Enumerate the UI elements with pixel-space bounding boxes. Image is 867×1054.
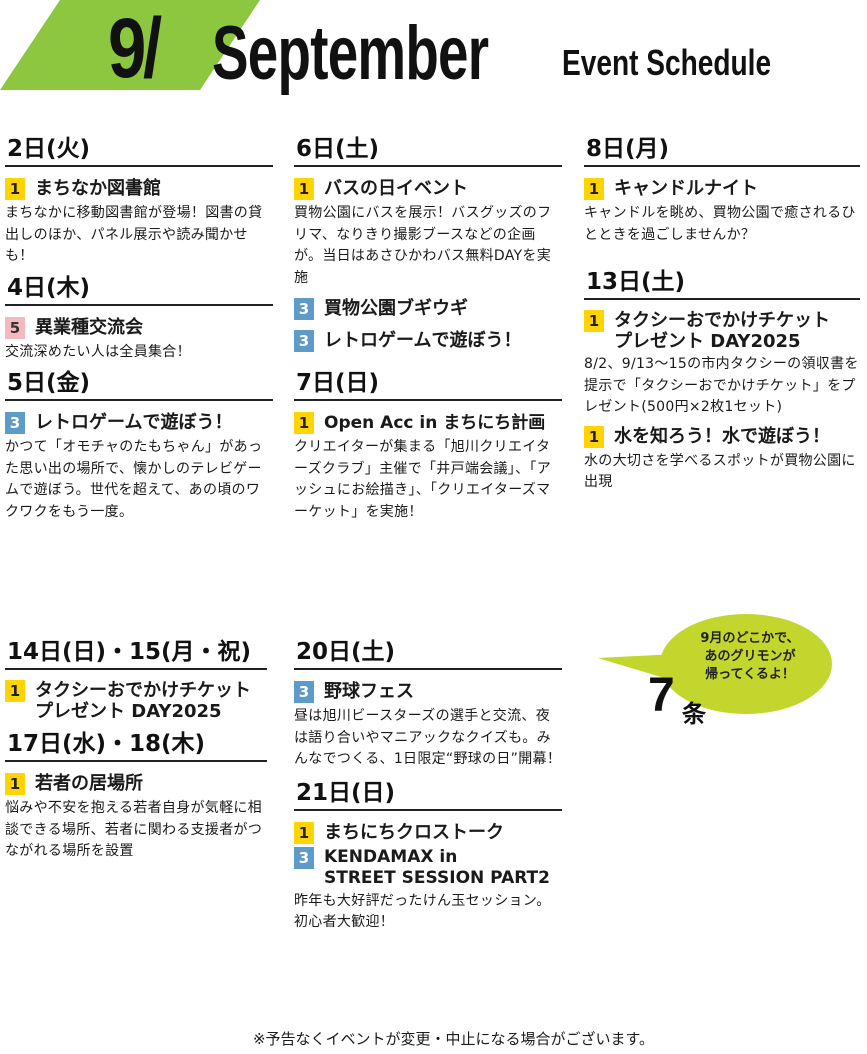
event-badge: 1	[294, 821, 314, 844]
event-title-text: 野球フェス	[324, 681, 414, 702]
date-heading: 21日(日)	[294, 777, 562, 811]
event-badge: 1	[5, 773, 25, 795]
event-badge: 3	[294, 330, 314, 352]
speech-bubble-text: 9月のどこかで、 あのグリモンが 帰ってくるよ！	[680, 630, 820, 684]
event-title: 1 タクシーおでかけチケット プレゼント DAY2025	[584, 310, 860, 352]
event-badge: 5	[5, 316, 25, 339]
date-heading: 14日(日)・15(月・祝)	[5, 636, 267, 670]
column-2-top: 6日(土) 1 バスの日イベント 買物公園にバスを展示！バスグッズのフリマ、なり…	[294, 133, 562, 527]
event-badge: 1	[294, 178, 314, 200]
date-heading: 20日(土)	[294, 636, 562, 670]
event-title-text-wrap: タクシーおでかけチケット プレゼント DAY2025	[614, 310, 830, 352]
title-month-number: 9/	[108, 1, 162, 95]
event-badge: 1	[294, 412, 314, 434]
date-heading: 7日(日)	[294, 367, 562, 401]
event-title: 5 異業種交流会	[5, 316, 273, 340]
title-subtitle: Event Schedule	[562, 42, 772, 83]
column-2-bottom: 20日(土) 3 野球フェス 昼は旭川ビースターズの選手と交流、夜は語り合いやマ…	[294, 636, 562, 938]
event-badge: 1	[5, 178, 25, 200]
page-title: 9/	[108, 0, 170, 97]
event-title: 1 まちなか図書館	[5, 177, 273, 201]
event-title-text: キャンドルナイト	[614, 178, 758, 199]
date-heading: 2日(火)	[5, 133, 273, 167]
event-title-line-2: プレゼント DAY2025	[35, 701, 222, 722]
date-heading: 17日(水)・18(木)	[5, 728, 267, 762]
column-3-top: 8日(月) 1 キャンドルナイト キャンドルを眺め、買物公園で癒されるひとときを…	[584, 133, 860, 498]
event-title: 3 野球フェス	[294, 680, 562, 704]
event-badge: 1	[584, 310, 604, 332]
bubble-number: 7	[648, 669, 675, 722]
column-1-bottom: 14日(日)・15(月・祝) 1 タクシーおでかけチケット プレゼント DAY2…	[5, 636, 267, 867]
event-title-text: レトロゲームで遊ぼう！	[35, 412, 233, 433]
event-title-text: レトロゲームで遊ぼう！	[324, 330, 522, 351]
event-title: 3 KENDAMAX in STREET SESSION PART2	[294, 846, 562, 889]
event-title-text: バスの日イベント	[324, 178, 468, 199]
column-1-top: 2日(火) 1 まちなか図書館 まちなかに移動図書館が登場！図書の貸出しのほか、…	[5, 133, 273, 527]
event-description: 悩みや不安を抱える若者自身が気軽に相談できる場所、若者に関わる支援者がつながれる…	[5, 800, 263, 859]
event-badge: 3	[294, 681, 314, 703]
speech-line-2: あのグリモンが	[704, 649, 796, 664]
event-badge: 3	[294, 298, 314, 320]
speech-line-1: 9月のどこかで、	[700, 631, 800, 646]
event-title-line-2: STREET SESSION PART2	[324, 867, 550, 888]
event-title: 1 バスの日イベント	[294, 177, 562, 201]
event-title-text: 異業種交流会	[35, 316, 143, 338]
event-title-text: まちにちクロストーク	[324, 821, 504, 843]
event-title-text: Open Acc in まちにち計画	[324, 413, 546, 433]
event-title-text: 水を知ろう！水で遊ぼう！	[614, 425, 830, 447]
event-title: 1 まちにちクロストーク	[294, 821, 562, 845]
event-description: まちなかに移動図書館が登場！図書の貸出しのほか、パネル展示や読み聞かせも！	[5, 205, 263, 264]
event-title: 1 水を知ろう！水で遊ぼう！	[584, 425, 860, 449]
event-badge: 1	[584, 425, 604, 448]
title-month-name: September	[212, 11, 489, 96]
event-description: 8/2、9/13〜15の市内タクシーの領収書を提示で「タクシーおでかけチケット」…	[584, 356, 859, 415]
event-title: 1 キャンドルナイト	[584, 177, 860, 201]
date-heading: 4日(木)	[5, 272, 273, 306]
event-description: 買物公園にバスを展示！バスグッズのフリマ、なりきり撮影ブースなどの企画が。当日は…	[294, 205, 552, 286]
event-title-line-1: タクシーおでかけチケット	[614, 310, 830, 331]
event-title-text: まちなか図書館	[35, 178, 161, 199]
event-description: クリエイターが集まる「旭川クリエイターズクラブ」主催で「井戸端会議」、「アッシュ…	[294, 439, 551, 520]
event-badge: 3	[5, 412, 25, 434]
event-description: 交流深めたい人は全員集合！	[5, 343, 191, 360]
event-title-line-1: タクシーおでかけチケット	[35, 680, 251, 701]
event-badge: 1	[584, 178, 604, 200]
event-title-text: 買物公園ブギウギ	[324, 298, 468, 319]
speech-bubble-shape	[598, 614, 832, 714]
bubble-suffix: 条	[682, 700, 706, 728]
speech-bubble: 9月のどこかで、 あのグリモンが 帰ってくるよ！ 7 条	[598, 612, 838, 752]
event-description: 昼は旭川ビースターズの選手と交流、夜は語り合いやマニアックなクイズも。みんなでつ…	[294, 708, 562, 767]
event-title: 3 レトロゲームで遊ぼう！	[5, 411, 273, 435]
date-heading: 5日(金)	[5, 367, 273, 401]
event-title-text-wrap: タクシーおでかけチケット プレゼント DAY2025	[35, 680, 251, 722]
event-title: 1 Open Acc in まちにち計画	[294, 411, 562, 435]
date-heading: 8日(月)	[584, 133, 860, 167]
event-title-text: 若者の居場所	[35, 773, 143, 794]
event-title: 3 買物公園ブギウギ	[294, 297, 562, 321]
event-description: かつて「オモチャのたもちゃん」があった思い出の場所で、懐かしのテレビゲームで遊ぼ…	[5, 439, 263, 520]
date-heading: 13日(土)	[584, 266, 860, 300]
event-title-text-wrap: KENDAMAX in STREET SESSION PART2	[324, 847, 550, 889]
header: 9/ September Event Schedule	[0, 0, 867, 100]
event-title-line-1: KENDAMAX in	[324, 846, 458, 867]
event-badge: 1	[5, 680, 25, 702]
footer-note: ※予告なくイベントが変更・中止になる場合がございます。	[252, 1030, 655, 1048]
event-title: 1 タクシーおでかけチケット プレゼント DAY2025	[5, 680, 267, 722]
event-title-line-2: プレゼント DAY2025	[614, 331, 801, 352]
event-description: キャンドルを眺め、買物公園で癒されるひとときを過ごしませんか？	[584, 205, 856, 243]
speech-line-3: 帰ってくるよ！	[705, 667, 795, 682]
green-banner-shape	[0, 0, 260, 90]
event-description: 昨年も大好評だったけん玉セッション。初心者大歓迎！	[294, 892, 551, 931]
event-title: 3 レトロゲームで遊ぼう！	[294, 329, 562, 353]
event-badge: 3	[294, 846, 314, 869]
event-title: 1 若者の居場所	[5, 772, 267, 796]
date-heading: 6日(土)	[294, 133, 562, 167]
event-description: 水の大切さを学べるスポットが買物公園に出現	[584, 452, 856, 491]
